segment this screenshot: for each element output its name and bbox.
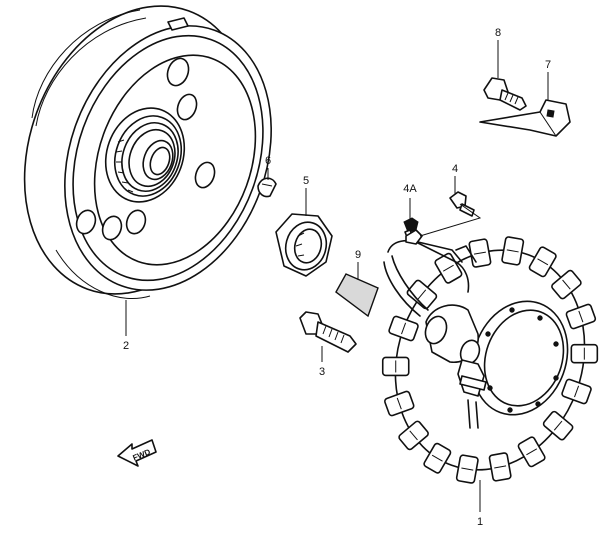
stator-coil-winding xyxy=(431,454,443,462)
rotor-bolt[interactable] xyxy=(299,311,357,353)
rotor-nut[interactable] xyxy=(275,213,333,277)
callout-6: 6 xyxy=(265,155,271,167)
callout-8: 8 xyxy=(495,27,501,39)
flywheel-rotor[interactable] xyxy=(0,0,307,326)
stator-coil-winding xyxy=(442,264,454,272)
callout-3: 3 xyxy=(319,366,325,378)
stator-coil-winding xyxy=(417,289,427,300)
callout-2: 2 xyxy=(123,340,129,352)
wire-clamp-pad[interactable] xyxy=(335,273,379,318)
stator-assembly[interactable] xyxy=(365,223,600,496)
screw-4[interactable] xyxy=(449,191,475,217)
stator-coil-winding xyxy=(473,251,486,255)
stator-coil-winding xyxy=(409,430,418,441)
callout-1: 1 xyxy=(477,516,483,528)
woodruff-key[interactable] xyxy=(257,177,277,198)
callout-7: 7 xyxy=(545,59,551,71)
stator-coil-winding xyxy=(396,397,402,410)
callout-4: 4 xyxy=(452,163,458,175)
callout-9: 9 xyxy=(355,249,361,261)
callout-4a: 4A xyxy=(403,183,417,195)
stator-coil-winding xyxy=(506,249,519,253)
callout-labels: 1 2 3 4 4A 5 6 7 8 9 xyxy=(123,27,551,528)
bracket-bolt[interactable] xyxy=(483,77,527,111)
stator-coil-winding xyxy=(494,465,507,469)
stator-coil-winding xyxy=(526,448,538,456)
stator-coil-winding xyxy=(401,322,407,335)
leader-lines xyxy=(125,40,549,512)
forward-direction-badge: FWD xyxy=(117,439,157,467)
stator-coil-winding xyxy=(562,279,571,290)
stator-coil-winding xyxy=(461,467,474,471)
bracket-plate[interactable] xyxy=(479,99,571,137)
stator-coil-winding xyxy=(537,258,549,266)
callout-5: 5 xyxy=(303,175,309,187)
forward-arrow-icon xyxy=(117,439,157,467)
stator-coil-winding xyxy=(574,385,580,398)
stator-coil-winding xyxy=(553,420,563,431)
stator-coil-winding xyxy=(578,310,584,323)
